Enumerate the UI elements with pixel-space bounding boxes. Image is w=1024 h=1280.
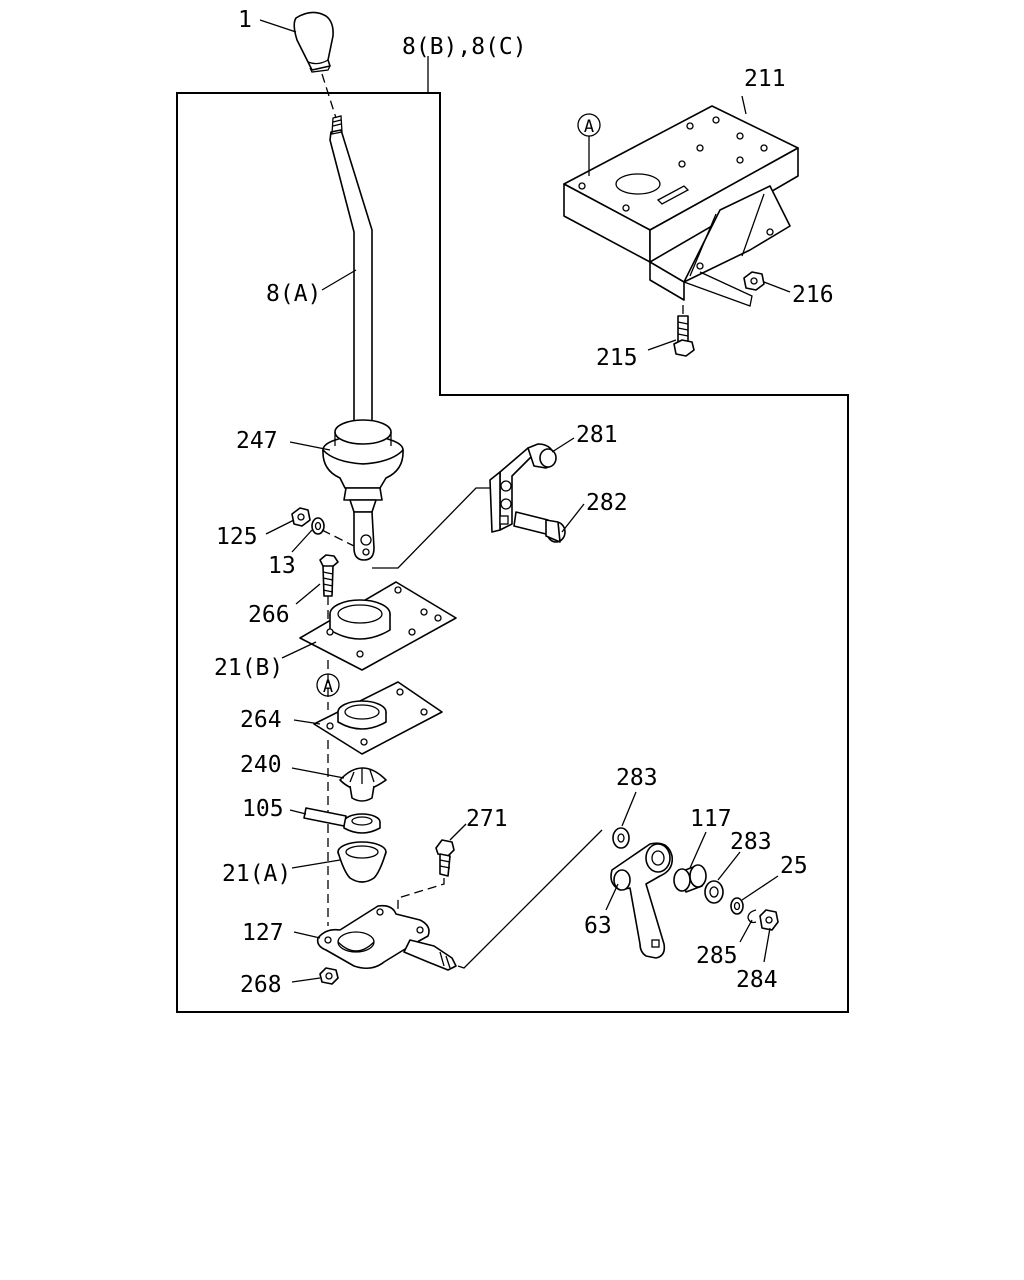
label-215: 215 bbox=[596, 345, 638, 371]
label-282: 282 bbox=[586, 490, 628, 516]
lever-lower-arm bbox=[353, 511, 375, 561]
label-266: 266 bbox=[248, 602, 290, 628]
svg-text:A: A bbox=[323, 677, 333, 697]
part-211-mounting-bracket bbox=[563, 105, 799, 307]
label-25: 25 bbox=[780, 853, 808, 879]
part-63-lever-arm bbox=[610, 842, 674, 959]
part-117-sleeve bbox=[673, 864, 707, 893]
reference-marker-a-top: A bbox=[577, 113, 601, 137]
part-271-bolt bbox=[435, 839, 455, 877]
label-247: 247 bbox=[236, 428, 278, 454]
part-21a-bushing bbox=[337, 841, 387, 883]
part-240-cap bbox=[339, 767, 387, 802]
part-283-washer-lower bbox=[704, 880, 724, 904]
part-283-washer-upper bbox=[612, 827, 630, 849]
part-21b-plate bbox=[299, 581, 457, 671]
knob-axis-line bbox=[321, 73, 337, 119]
label-281: 281 bbox=[576, 422, 618, 448]
label-284: 284 bbox=[736, 967, 778, 993]
label-1: 1 bbox=[238, 7, 252, 33]
part-127-base-bracket bbox=[316, 904, 457, 971]
label-117: 117 bbox=[690, 806, 732, 832]
part-247-boot bbox=[322, 419, 404, 513]
label-216: 216 bbox=[792, 282, 834, 308]
part-8a-shift-lever bbox=[329, 115, 373, 423]
label-127: 127 bbox=[242, 920, 284, 946]
part-215-bolt bbox=[673, 315, 695, 357]
label-283-lower: 283 bbox=[730, 829, 772, 855]
part-216-nut bbox=[743, 271, 765, 291]
part-25-washer bbox=[730, 897, 744, 915]
label-105: 105 bbox=[242, 796, 284, 822]
part-125-nut bbox=[291, 507, 311, 527]
label-264: 264 bbox=[240, 707, 282, 733]
label-21b: 21(B) bbox=[214, 655, 283, 681]
label-240: 240 bbox=[240, 752, 282, 778]
label-8bc: 8(B),8(C) bbox=[402, 34, 527, 60]
svg-text:A: A bbox=[584, 117, 594, 137]
label-268: 268 bbox=[240, 972, 282, 998]
label-283-upper: 283 bbox=[616, 765, 658, 791]
part-268-nut bbox=[319, 967, 339, 985]
label-63: 63 bbox=[584, 913, 612, 939]
reference-marker-a-mid: A bbox=[316, 673, 340, 697]
part-266-bolt bbox=[319, 554, 339, 597]
part-285-clip bbox=[747, 909, 757, 924]
label-13: 13 bbox=[268, 553, 296, 579]
part-13-washer bbox=[311, 517, 325, 535]
part-264-plate bbox=[313, 681, 443, 755]
label-8a: 8(A) bbox=[266, 281, 321, 307]
part-281-282-bracket bbox=[489, 443, 566, 543]
part-105-seal bbox=[303, 807, 381, 834]
leader-lines bbox=[259, 19, 791, 983]
label-125: 125 bbox=[216, 524, 258, 550]
link-line-to-lever-arm bbox=[457, 829, 603, 969]
part-1-shift-knob bbox=[293, 11, 334, 73]
label-285: 285 bbox=[696, 943, 738, 969]
nut-axis-line bbox=[321, 529, 355, 547]
bolt-271-axis-line bbox=[397, 878, 445, 916]
label-271: 271 bbox=[466, 806, 508, 832]
assembly-frame bbox=[176, 92, 849, 1013]
part-284-nut bbox=[759, 909, 779, 931]
label-211: 211 bbox=[744, 66, 786, 92]
label-21a: 21(A) bbox=[222, 861, 291, 887]
link-line-to-bracket bbox=[372, 487, 498, 569]
part-labels: 1 8(B),8(C) 211 8(A) 216 215 247 281 282… bbox=[214, 7, 834, 998]
